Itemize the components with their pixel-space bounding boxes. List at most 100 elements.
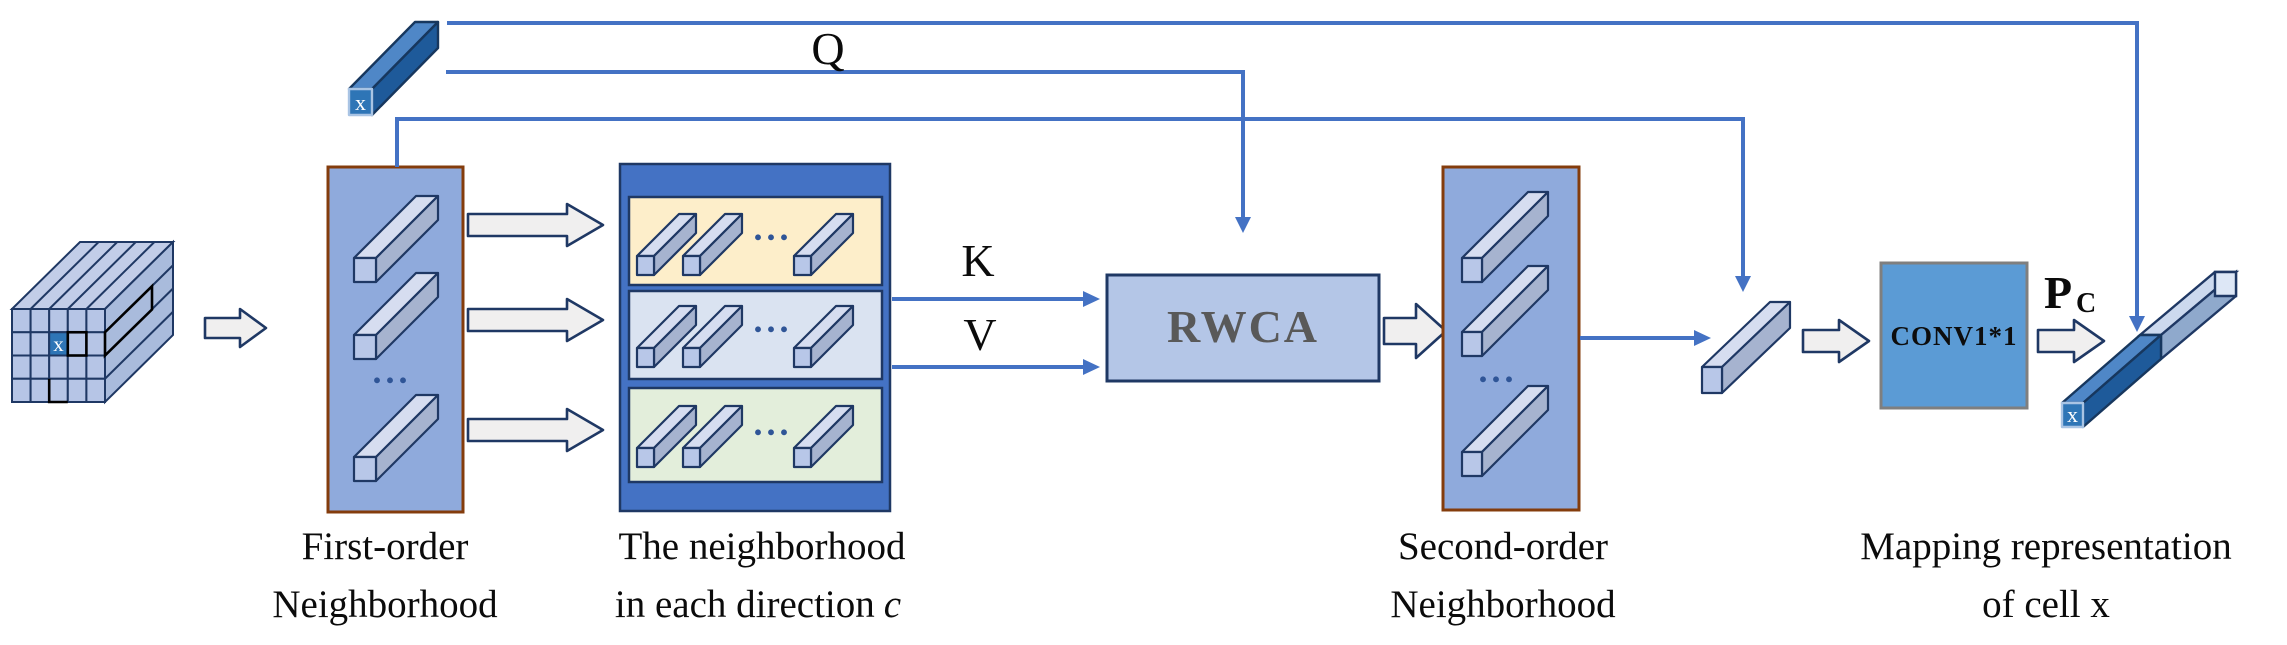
bar-front-face <box>352 455 378 483</box>
direction-panel-bar <box>635 304 698 369</box>
block-arrow <box>466 407 605 453</box>
block-arrow <box>203 307 268 349</box>
bar-front-face <box>635 254 656 277</box>
first-order-bar <box>352 393 440 483</box>
direction-panel-bar <box>681 304 744 369</box>
cube-cell <box>29 331 51 357</box>
cube-cell <box>48 308 69 334</box>
neighbor-highlight-bottom <box>47 378 68 404</box>
bar-front-face <box>792 346 813 369</box>
cube-cell <box>66 331 88 357</box>
output-cell-bar: x <box>2060 269 2240 429</box>
first-order-caption-line2: Neighborhood <box>272 583 498 626</box>
output-bar-front <box>2060 401 2085 429</box>
neighbor-highlight-depth <box>103 283 154 359</box>
second-order-bar <box>1460 190 1550 284</box>
pc-label-subscript: C <box>2076 288 2096 319</box>
second-order-bar <box>1460 264 1550 358</box>
q-line-to-rwca-arrowhead <box>1235 217 1251 233</box>
cube-top-divider <box>67 241 137 310</box>
skip-line-to-output <box>447 21 2139 318</box>
panel-yellow-ellipsis: ... <box>754 208 793 248</box>
second-order-caption-line2: Neighborhood <box>1390 583 1616 626</box>
rwca-block <box>1105 273 1381 383</box>
rwca-label: RWCA <box>1167 301 1319 352</box>
cube-cell <box>66 354 88 380</box>
block-arrow <box>1801 318 1871 364</box>
input-grid-cube <box>9 239 176 405</box>
k-line-to-rwca-arrowhead <box>1083 291 1100 307</box>
bar-front-face <box>1700 365 1724 395</box>
cube-cell <box>85 308 107 334</box>
first-order-bar <box>352 194 440 284</box>
connector-lines <box>395 21 2145 375</box>
cube-cell <box>85 354 107 380</box>
x-line-to-aggregation-arrowhead <box>1735 276 1751 292</box>
panel-blue-ellipsis: ... <box>754 300 793 340</box>
direction-caption-line1: The neighborhood <box>618 525 906 568</box>
bar-front-face <box>792 446 813 469</box>
query-cell-bar: x <box>347 20 440 117</box>
pc-label: P <box>2044 267 2072 318</box>
bar-front-face <box>352 333 378 361</box>
direction-panel-bar <box>681 212 744 277</box>
query-cell-x-marker: x <box>355 90 366 115</box>
cube-cell <box>66 308 88 334</box>
block-arrow <box>466 297 605 343</box>
conv1x1-label: CONV1*1 <box>1891 321 2018 351</box>
bar-front-face <box>681 346 702 369</box>
mapping-caption-line2: of cell x <box>1982 583 2110 626</box>
direction-panel-bar <box>792 304 855 369</box>
panel-green-ellipsis: ... <box>754 403 793 443</box>
cube-cell <box>48 377 69 403</box>
bar-front-face <box>635 446 656 469</box>
cube-top-divider <box>29 241 100 310</box>
cube-cell <box>66 377 88 403</box>
flow-block-arrows <box>203 202 2106 453</box>
v-port-label: V <box>963 309 996 360</box>
cube-cell <box>11 308 32 334</box>
direction-panel-bar <box>792 404 855 469</box>
cube-right-divider <box>104 311 174 380</box>
mapping-caption-line1: Mapping representation <box>1860 525 2231 568</box>
cube-cell <box>11 354 32 380</box>
direction-panel-bar <box>635 212 698 277</box>
bar-front-face <box>352 256 378 284</box>
aggregated-bar <box>1700 300 1792 395</box>
direction-caption-variable-c: c <box>884 583 901 626</box>
second-order-caption-line1: Second-order <box>1398 525 1608 568</box>
direction-panel-bar <box>792 212 855 277</box>
k-port-label: K <box>961 235 994 286</box>
bar-front-face <box>1460 450 1484 478</box>
aggregated-feature-bar <box>1700 300 1792 395</box>
bar-front-face <box>792 254 813 277</box>
bar-front-face <box>1460 256 1484 284</box>
first-order-feature-bars <box>352 194 440 483</box>
direction-panel-feature-bars <box>635 212 855 469</box>
grid-cell-x-marker: x <box>53 332 64 356</box>
second-order-bar <box>1460 384 1550 478</box>
direction-panel-bar <box>635 404 698 469</box>
cube-top-divider <box>85 241 156 310</box>
cube-cell <box>29 377 51 403</box>
cube-cell <box>11 331 32 357</box>
second-order-ellipsis: ... <box>1479 350 1518 390</box>
block-arrow <box>1382 302 1448 360</box>
bar-front-face <box>635 346 656 369</box>
neighbor-highlight-right <box>66 330 88 357</box>
second-order-feature-bars <box>1460 190 1550 478</box>
second-order-line-to-bar-arrowhead <box>1694 330 1711 346</box>
v-line-to-rwca-arrowhead <box>1083 359 1100 375</box>
cube-top-divider <box>48 241 118 310</box>
block-arrow <box>466 202 605 248</box>
first-order-bar <box>352 271 440 361</box>
output-bar-light-cap <box>2213 270 2238 298</box>
direction-caption-line2-text: in each direction <box>615 583 875 626</box>
x-line-to-aggregation <box>395 117 1745 278</box>
first-order-caption-line1: First-order <box>302 525 469 568</box>
output-cell-x-marker: x <box>2067 402 2078 427</box>
cube-cell <box>29 354 51 380</box>
